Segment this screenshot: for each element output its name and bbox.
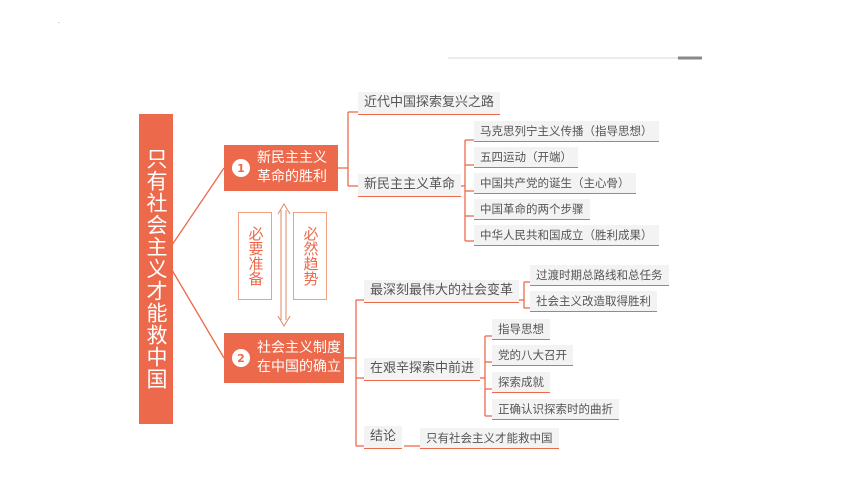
- branch-1-label: 新民主主义革命的胜利: [257, 150, 327, 185]
- leaf-exploration-achievements: 探索成就: [492, 372, 550, 393]
- leaf-cpc-birth: 中国共产党的诞生（主心骨）: [474, 173, 636, 194]
- leaf-prc-founding: 中华人民共和国成立（胜利成果）: [474, 225, 659, 246]
- leaf-guiding-thought: 指导思想: [492, 319, 550, 340]
- branch-2-node: 2 社会主义制度在中国的确立: [224, 333, 344, 383]
- branch-1-node: 1 新民主主义革命的胜利: [224, 145, 338, 191]
- branch-2-label: 社会主义制度在中国的确立: [257, 340, 341, 375]
- relation-down-box: 必然趋势: [293, 212, 327, 300]
- decor-dot: .: [58, 18, 60, 25]
- node-social-transformation: 最深刻最伟大的社会变革: [364, 280, 520, 303]
- relation-up-box: 必要准备: [238, 212, 272, 300]
- node-new-democratic-revolution: 新民主主义革命: [358, 174, 462, 197]
- node-conclusion: 结论: [364, 426, 403, 449]
- root-node: 只有社会主义才能救中国: [139, 114, 173, 424]
- node-arduous-exploration: 在艰辛探索中前进: [364, 358, 481, 381]
- leaf-two-steps: 中国革命的两个步骤: [474, 199, 590, 220]
- branch-1-number: 1: [232, 159, 250, 177]
- leaf-marxism: 马克思列宁主义传播（指导思想）: [474, 121, 659, 142]
- leaf-eighth-congress: 党的八大召开: [492, 345, 573, 366]
- leaf-may-fourth: 五四运动（开端）: [474, 147, 578, 168]
- leaf-conclusion-text: 只有社会主义才能救中国: [420, 428, 559, 449]
- leaf-setbacks: 正确认识探索时的曲折: [492, 399, 619, 420]
- branch-2-number: 2: [232, 349, 250, 367]
- leaf-socialist-transformation: 社会主义改造取得胜利: [530, 291, 657, 312]
- leaf-general-line: 过渡时期总路线和总任务: [530, 265, 669, 286]
- node-road-to-revival: 近代中国探索复兴之路: [358, 92, 501, 115]
